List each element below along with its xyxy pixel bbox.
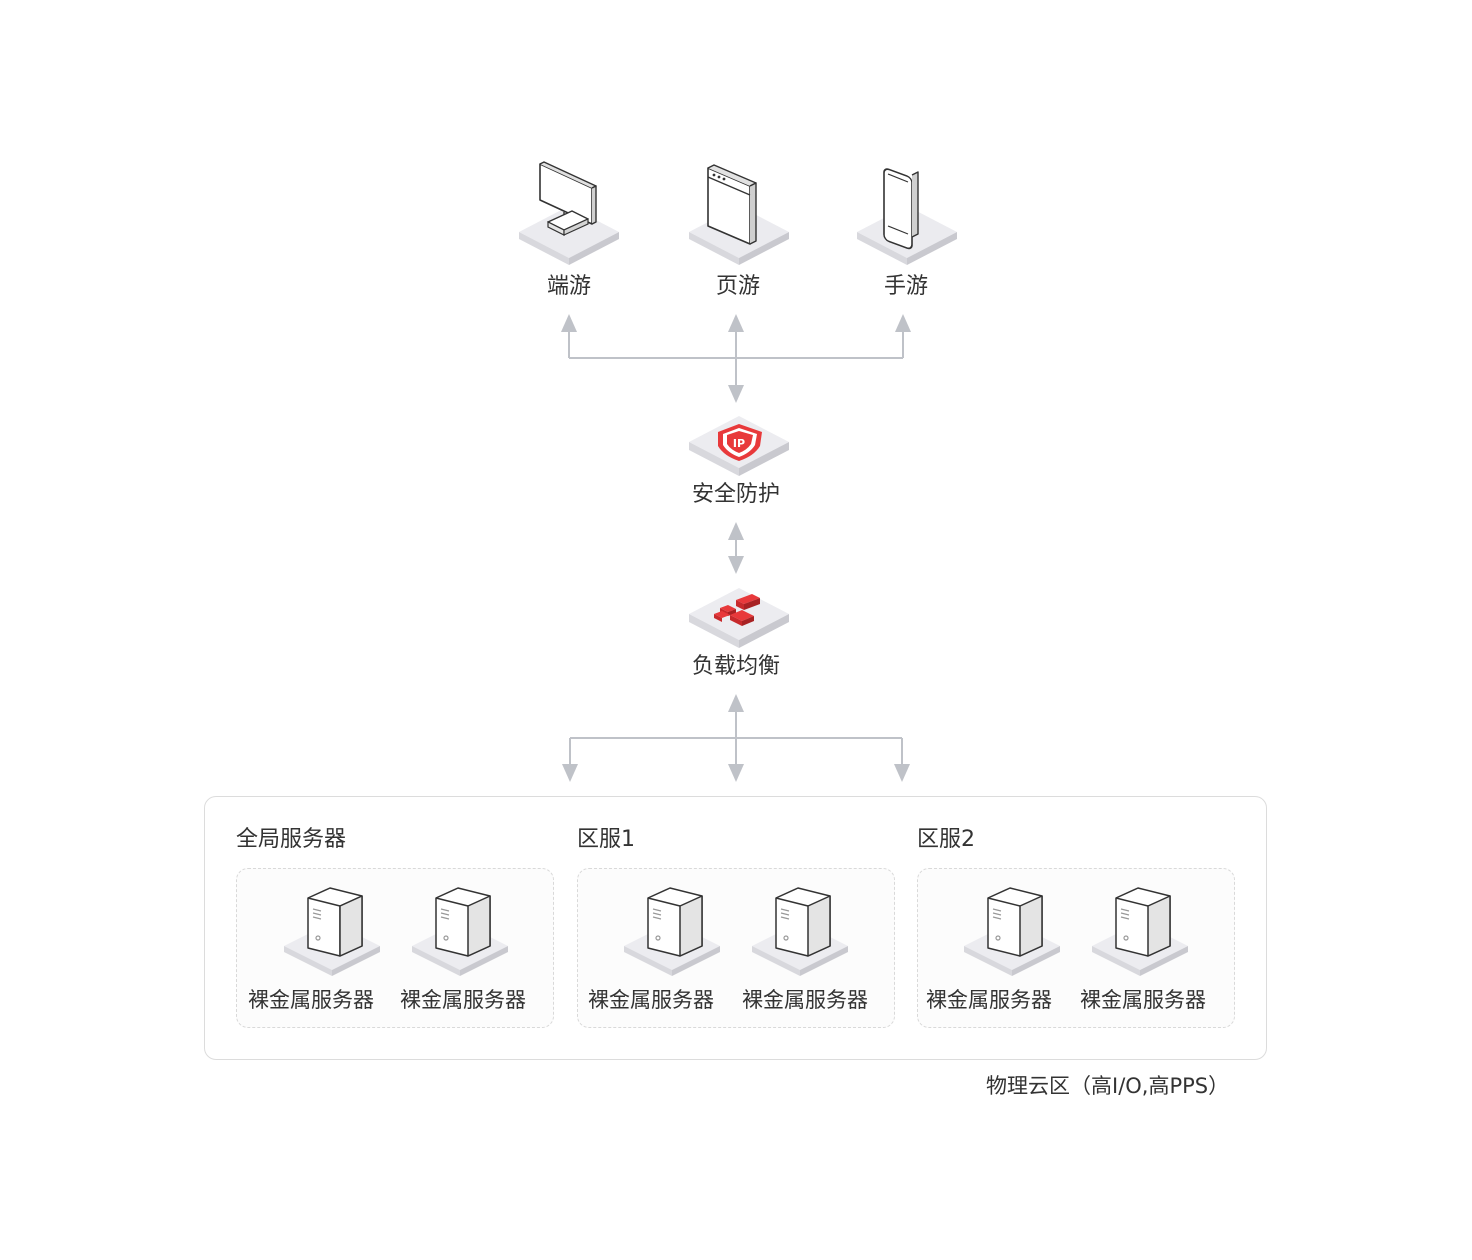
pc-client-label: 端游	[546, 274, 591, 299]
group-title-zone-2: 区服2	[917, 827, 975, 852]
server-tower-icon	[624, 887, 720, 976]
ip-shield-icon: IP	[689, 416, 789, 476]
server-tower-icon	[1092, 887, 1188, 976]
server-label: 裸金属服务器	[400, 988, 526, 1012]
security-node: IP	[684, 402, 794, 492]
group-title-zone-1: 区服1	[577, 827, 635, 852]
server-tower-icon	[964, 887, 1060, 976]
physical-cloud-region	[204, 796, 1267, 1060]
load-balancer-icon	[689, 588, 789, 648]
server-label: 裸金属服务器	[742, 988, 868, 1012]
web-client-node	[684, 162, 794, 265]
server-label: 裸金属服务器	[1080, 988, 1206, 1012]
load-balancer-node	[684, 574, 794, 664]
server-label: 裸金属服务器	[926, 988, 1052, 1012]
server-label: 裸金属服务器	[588, 988, 714, 1012]
server-tower-icon	[284, 887, 380, 976]
server-node	[1090, 884, 1190, 976]
browser-window-icon	[689, 164, 789, 265]
server-node	[282, 884, 382, 976]
security-label: 安全防护	[691, 482, 780, 507]
server-tower-icon	[412, 887, 508, 976]
ip-badge-text: IP	[733, 437, 745, 450]
server-node	[750, 884, 850, 976]
server-tower-icon	[752, 887, 848, 976]
server-node	[410, 884, 510, 976]
mobile-phone-icon	[857, 168, 957, 265]
region-caption: 物理云区（高I/O,高PPS）	[986, 1074, 1230, 1098]
mobile-client-label: 手游	[883, 274, 928, 299]
load-balancer-label: 负载均衡	[691, 654, 780, 679]
web-client-label: 页游	[715, 274, 760, 299]
server-node	[962, 884, 1062, 976]
pc-client-node	[514, 161, 624, 265]
server-label: 裸金属服务器	[248, 988, 374, 1012]
server-node	[622, 884, 722, 976]
mobile-client-node	[852, 162, 962, 265]
group-title-global: 全局服务器	[236, 827, 347, 852]
desktop-icon	[519, 161, 619, 265]
